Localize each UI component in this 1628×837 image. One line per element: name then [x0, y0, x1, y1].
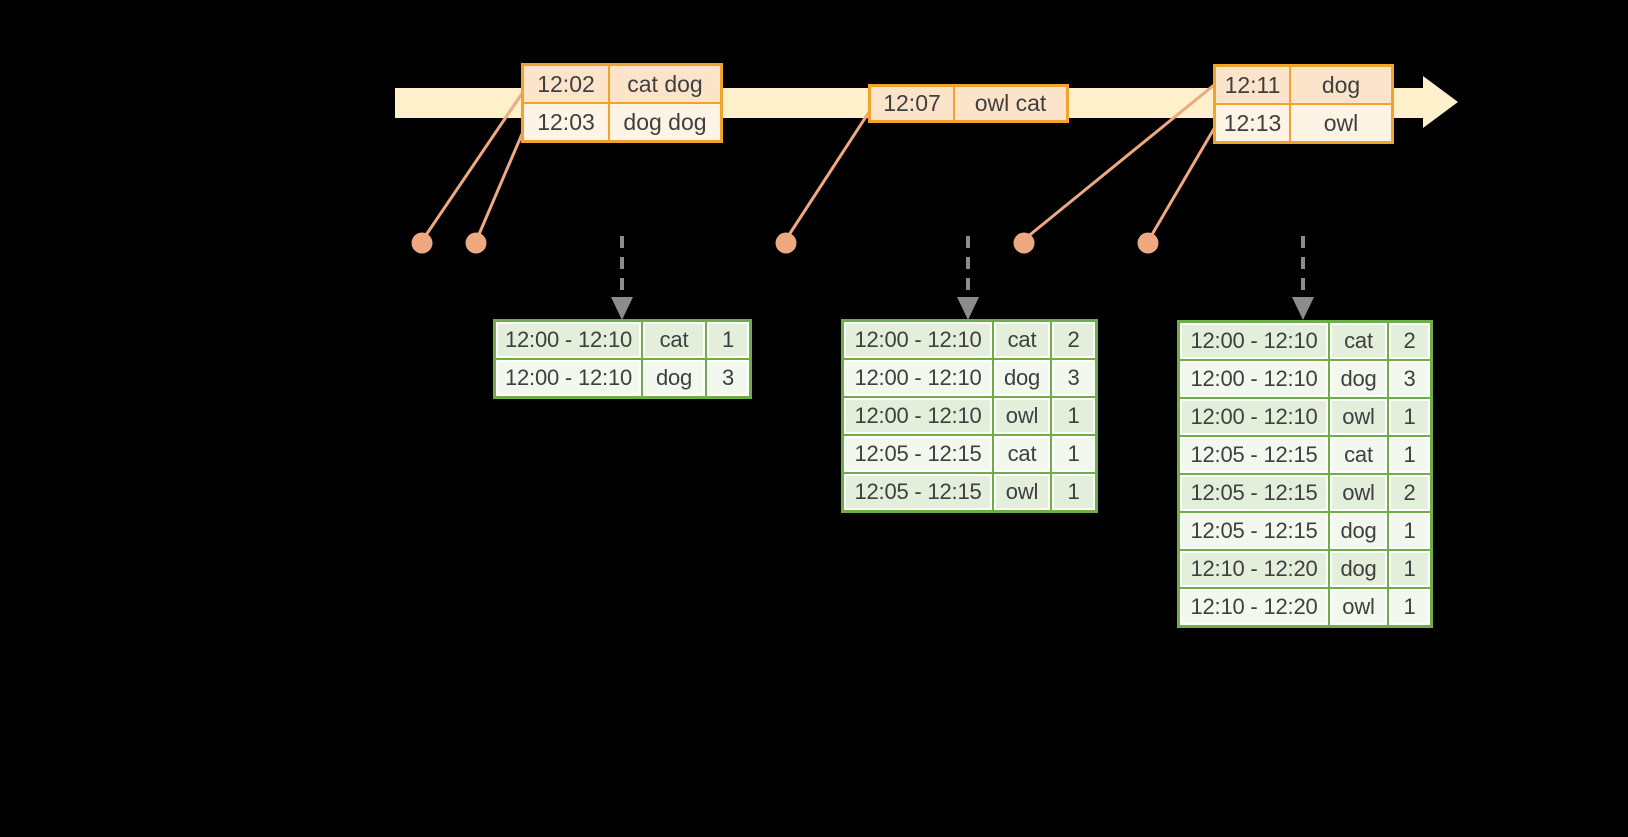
- table-cell: 1: [1389, 513, 1430, 549]
- table-cell: 12:00 - 12:10: [844, 360, 992, 396]
- table-cell: 2: [1052, 322, 1095, 358]
- table-cell: dog: [994, 360, 1050, 396]
- table-cell: owl: [1291, 105, 1391, 141]
- connector-line: [1025, 83, 1215, 240]
- table-cell: 1: [1389, 437, 1430, 473]
- table-cell: 1: [707, 322, 749, 358]
- table-cell: 1: [1389, 589, 1430, 625]
- table-cell: 12:02: [524, 66, 608, 102]
- trigger-arrowhead-icon: [611, 297, 633, 320]
- trigger-arrow: [957, 236, 979, 320]
- table-cell: cat dog: [610, 66, 720, 102]
- table-cell: 12:11: [1216, 67, 1289, 103]
- table-cell: 12:05 - 12:15: [844, 474, 992, 510]
- table-cell: owl: [994, 398, 1050, 434]
- table-cell: 1: [1389, 399, 1430, 435]
- table-cell: 12:00 - 12:10: [1180, 361, 1328, 397]
- table-cell: 1: [1052, 474, 1095, 510]
- table-cell: cat: [994, 322, 1050, 358]
- table-cell: 12:00 - 12:10: [844, 398, 992, 434]
- table-cell: 12:13: [1216, 105, 1289, 141]
- table-cell: cat: [994, 436, 1050, 472]
- table-cell: cat: [643, 322, 705, 358]
- table-cell: owl cat: [955, 87, 1066, 120]
- table-cell: owl: [1330, 475, 1387, 511]
- trigger-arrowhead-icon: [957, 297, 979, 320]
- connector-line: [475, 126, 527, 240]
- table-cell: 12:00 - 12:10: [1180, 399, 1328, 435]
- trigger-arrow: [1292, 236, 1314, 320]
- connector-line: [785, 111, 871, 239]
- event-dot: [411, 232, 433, 254]
- table-cell: dog: [1330, 513, 1387, 549]
- table-cell: 12:05 - 12:15: [1180, 437, 1328, 473]
- table-cell: cat: [1330, 323, 1387, 359]
- table-cell: 3: [1389, 361, 1430, 397]
- table-cell: 1: [1052, 436, 1095, 472]
- table-cell: owl: [1330, 589, 1387, 625]
- table-cell: dog: [1330, 551, 1387, 587]
- event-time-axis-arrowhead-icon: [1423, 76, 1458, 128]
- table-cell: 2: [1389, 323, 1430, 359]
- connector-line: [1148, 126, 1217, 239]
- table-cell: 12:05 - 12:15: [844, 436, 992, 472]
- table-cell: owl: [994, 474, 1050, 510]
- table-cell: 12:10 - 12:20: [1180, 551, 1328, 587]
- table-cell: 1: [1389, 551, 1430, 587]
- table-cell: 12:05 - 12:15: [1180, 513, 1328, 549]
- table-cell: 12:00 - 12:10: [1180, 323, 1328, 359]
- event-dot: [775, 232, 797, 254]
- trigger-arrow: [611, 236, 633, 320]
- table-cell: 12:03: [524, 104, 608, 140]
- table-cell: 12:05 - 12:15: [1180, 475, 1328, 511]
- table-cell: 3: [1052, 360, 1095, 396]
- connector-line: [422, 91, 525, 239]
- table-cell: 12:00 - 12:10: [496, 322, 641, 358]
- table-cell: 12:00 - 12:10: [844, 322, 992, 358]
- table-cell: owl: [1330, 399, 1387, 435]
- table-cell: cat: [1330, 437, 1387, 473]
- table-cell: 2: [1389, 475, 1430, 511]
- table-cell: 12:00 - 12:10: [496, 360, 641, 396]
- table-cell: dog: [1291, 67, 1391, 103]
- event-dot: [1013, 232, 1035, 254]
- table-cell: dog: [643, 360, 705, 396]
- event-dot: [1137, 232, 1159, 254]
- table-cell: dog: [1330, 361, 1387, 397]
- table-cell: 1: [1052, 398, 1095, 434]
- table-cell: 3: [707, 360, 749, 396]
- table-cell: dog dog: [610, 104, 720, 140]
- trigger-arrowhead-icon: [1292, 297, 1314, 320]
- event-dot: [465, 232, 487, 254]
- table-cell: 12:07: [871, 87, 953, 120]
- table-cell: 12:10 - 12:20: [1180, 589, 1328, 625]
